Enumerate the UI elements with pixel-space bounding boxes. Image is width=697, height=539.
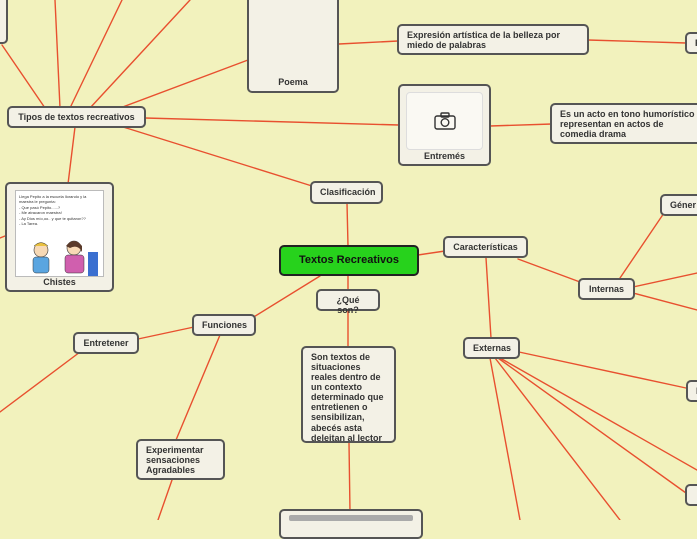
connection-lines — [0, 0, 697, 520]
comic-line: - Me atracaron maestra! — [19, 210, 62, 216]
topic-expresion-label: Expresión artística de la belleza por mi… — [407, 30, 561, 51]
topic-genero-label: Géner — [670, 200, 697, 210]
link-caracteristicas-internas — [517, 258, 581, 283]
link-expresion-right — [587, 39, 687, 44]
link-entretener-left — [0, 351, 81, 413]
topic-bottom-image[interactable] — [279, 509, 423, 539]
comic-line: maestra le pregunta: — [19, 199, 56, 205]
topic-que-son-label: ¿Qué son? — [336, 295, 360, 316]
link-definicion-bottom — [348, 442, 351, 513]
topic-internas-label: Internas — [588, 284, 624, 294]
comic-line: - La Tarea. — [19, 220, 39, 226]
link-tipos-entremes — [144, 117, 400, 126]
link-internas-r1 — [632, 272, 697, 288]
link-externas-r3 — [497, 357, 687, 494]
topic-que-son[interactable]: ¿Qué son? — [316, 289, 380, 315]
link-poema-expresion — [338, 40, 399, 45]
link-externas-r2 — [499, 357, 697, 471]
topic-clasificacion[interactable]: Clasificación — [310, 181, 383, 204]
comic-line: - Que pasó Pepito......? — [19, 204, 61, 210]
link-experimentar-bottom — [157, 479, 173, 520]
comic-line: Llega Pepito a la escuela llorando y la — [19, 194, 87, 199]
link-entremes-acto — [489, 123, 553, 127]
topic-edge-right-2[interactable] — [685, 484, 697, 506]
topic-definicion[interactable]: Son textos de situaciones reales dentro … — [301, 346, 396, 443]
link-funciones-entretener — [137, 326, 195, 340]
topic-chistes[interactable]: Llega Pepito a la escuela llorando y la … — [5, 182, 114, 292]
link-funciones-experimentar — [175, 334, 221, 441]
link-internas-genero — [619, 212, 665, 279]
topic-poema-label: Poema — [278, 76, 308, 87]
topic-internas[interactable]: Internas — [578, 278, 635, 300]
topic-edge-top-right[interactable]: F — [685, 32, 697, 54]
image-preview-bar — [289, 515, 413, 521]
topic-externas-label: Externas — [473, 343, 512, 353]
link-caracteristicas-externas — [485, 257, 492, 339]
topic-entretener-label: Entretener — [83, 338, 129, 348]
link-root-caracteristicas — [417, 250, 446, 256]
topic-experimentar-label: Experimentar sensaciones Agradables — [146, 445, 204, 476]
comic-line: - Ay Dios mío,oo.. y que te quitaron?? — [19, 215, 86, 221]
topic-tipos[interactable]: Tipos de textos recreativos — [7, 106, 146, 128]
link-externas-r1 — [518, 351, 687, 389]
topic-entremes[interactable]: Entremés — [398, 84, 491, 166]
topic-poema[interactable]: Poema — [247, 0, 339, 93]
image-placeholder — [406, 92, 483, 150]
topic-tipos-label: Tipos de textos recreativos — [18, 112, 135, 122]
topic-edge-right-1[interactable]: P — [686, 380, 697, 402]
link-root-funciones — [251, 275, 321, 319]
link-tipos-chistes — [67, 126, 76, 185]
link-tipos-top-2 — [69, 0, 123, 109]
link-externas-r5 — [489, 357, 521, 520]
topic-edge-glyph: F — [695, 38, 697, 48]
topic-funciones-label: Funciones — [202, 320, 248, 330]
link-chistes-left — [0, 235, 6, 239]
root-topic[interactable]: Textos Recreativos — [279, 245, 419, 276]
topic-chistes-label: Chistes — [43, 276, 76, 287]
camera-icon — [433, 112, 456, 130]
link-tipos-top-4 — [1, 44, 46, 109]
link-tipos-poema — [119, 59, 249, 109]
link-tipos-top-1 — [54, 0, 61, 109]
link-clasificacion-tipos — [119, 125, 313, 187]
link-internas-r2 — [632, 292, 697, 311]
topic-genero[interactable]: Géner — [660, 194, 697, 216]
topic-expresion[interactable]: Expresión artística de la belleza por mi… — [397, 24, 589, 55]
topic-edge-top-left[interactable] — [0, 0, 8, 44]
link-externas-r4 — [494, 357, 621, 520]
root-topic-label: Textos Recreativos — [298, 254, 400, 266]
topic-entremes-label: Entremés — [423, 150, 466, 161]
topic-acto-label: Es un acto en tono humorístico represent… — [560, 109, 695, 140]
topic-experimentar[interactable]: Experimentar sensaciones Agradables — [136, 439, 225, 480]
topic-definicion-label: Son textos de situaciones reales dentro … — [311, 352, 384, 443]
comic-image: Llega Pepito a la escuela llorando y la … — [15, 190, 104, 277]
topic-clasificacion-label: Clasificación — [320, 187, 376, 197]
topic-caracteristicas[interactable]: Características — [443, 236, 528, 258]
topic-entretener[interactable]: Entretener — [73, 332, 139, 354]
topic-acto[interactable]: Es un acto en tono humorístico represent… — [550, 103, 697, 144]
topic-funciones[interactable]: Funciones — [192, 314, 256, 336]
topic-caracteristicas-label: Características — [453, 242, 518, 252]
topic-externas[interactable]: Externas — [463, 337, 520, 359]
link-root-clasificacion — [346, 202, 349, 247]
cartoon-characters — [32, 240, 98, 276]
link-tipos-top-3 — [89, 0, 191, 109]
